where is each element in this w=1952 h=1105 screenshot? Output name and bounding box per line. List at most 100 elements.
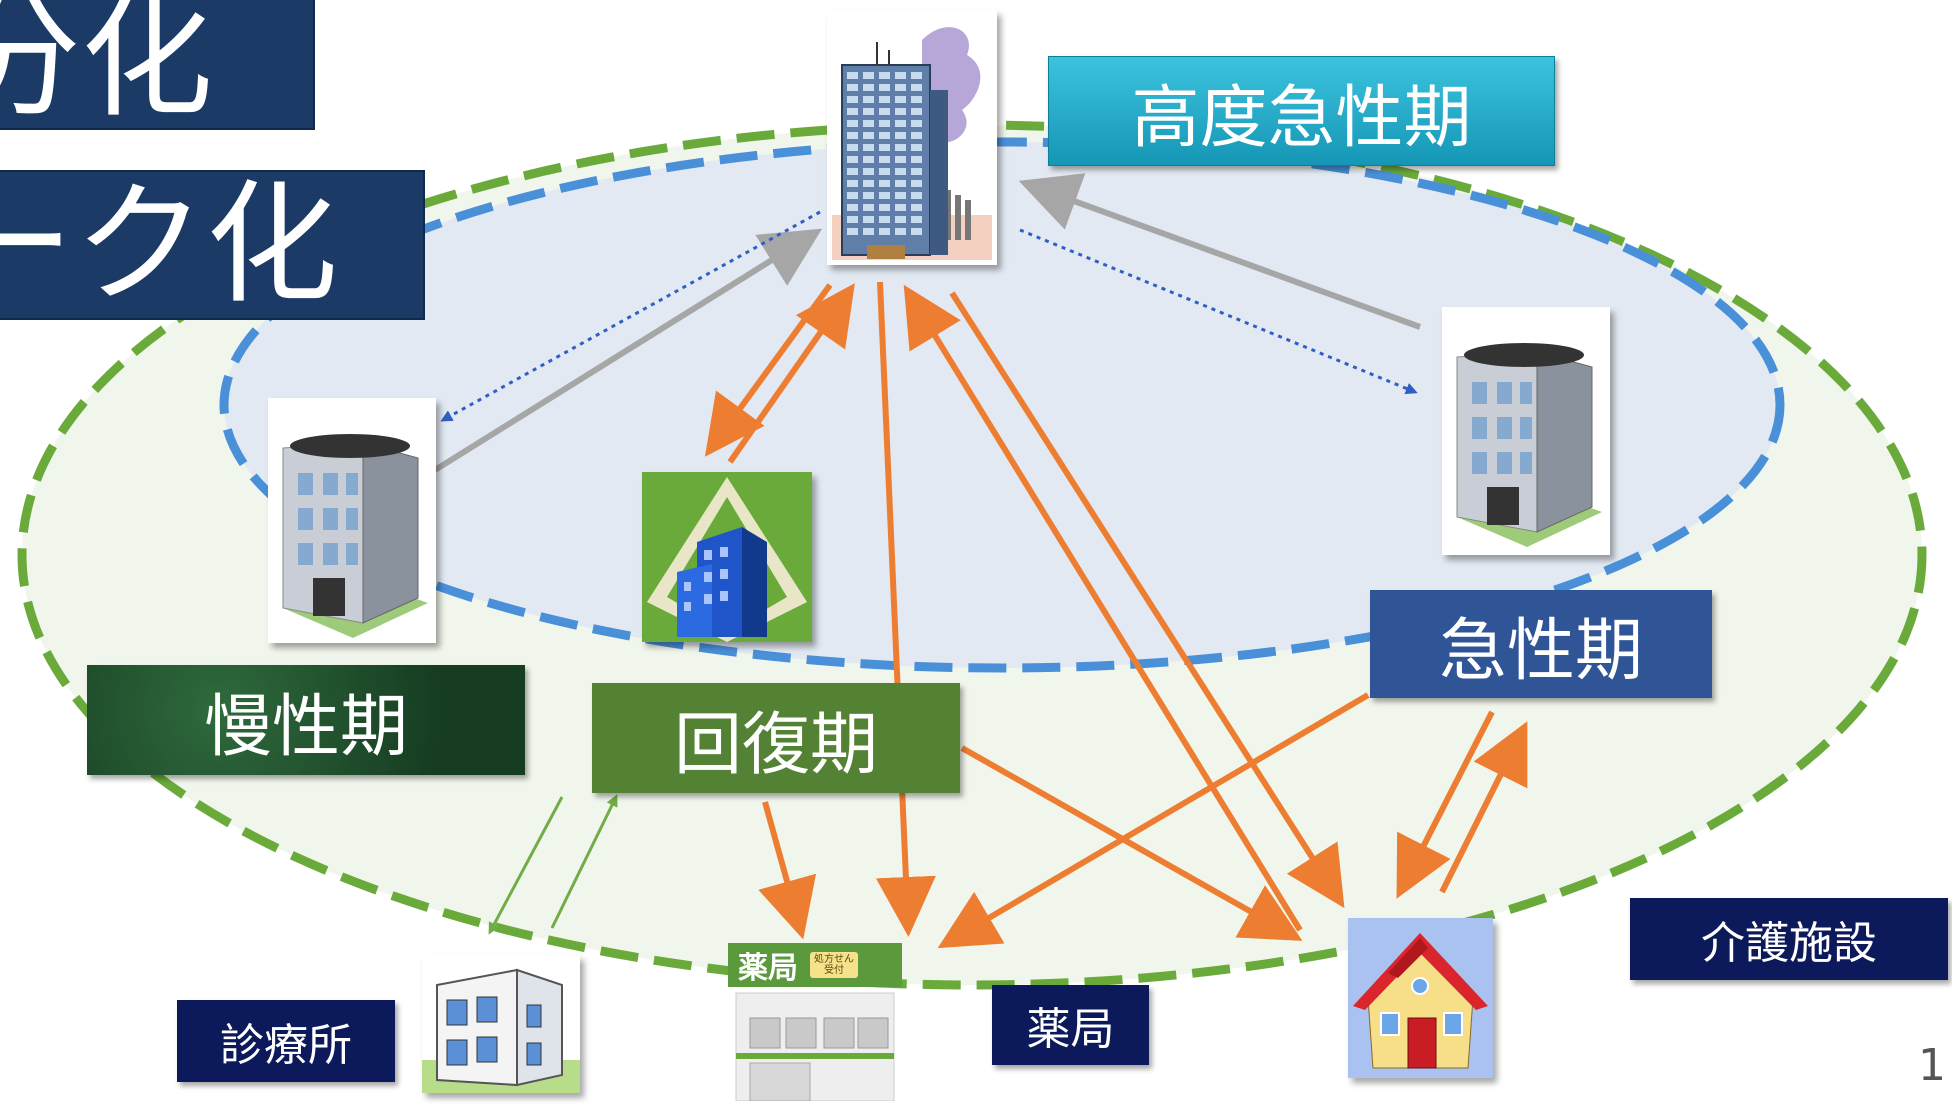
orange-arrow-recovery-to-care — [960, 745, 1303, 941]
hq-window — [879, 108, 890, 115]
gray-arrow-acute-to-hq — [1018, 173, 1422, 330]
hq-window — [863, 84, 874, 91]
pharmacy-sign-badge: 処方せん 受付 — [810, 952, 858, 978]
care-house-icon — [1353, 933, 1488, 1069]
hq-window — [847, 72, 858, 79]
care-facility-card — [1348, 918, 1493, 1078]
recovery-hospital-card — [642, 472, 812, 642]
hq-window — [895, 204, 906, 211]
label-recovery: 回復期 — [592, 683, 960, 793]
hq-window — [879, 120, 890, 127]
hq-window — [879, 84, 890, 91]
hq-window — [847, 120, 858, 127]
hq-window — [863, 180, 874, 187]
hq-window — [863, 96, 874, 103]
hq-window — [863, 168, 874, 175]
pharmacy-sign-text: 薬局 — [738, 951, 798, 986]
hq-window — [911, 96, 922, 103]
label-chronic: 慢性期 — [87, 665, 525, 775]
hq-window — [895, 84, 906, 91]
hospital-network-ellipse — [219, 137, 1785, 673]
label-clinic: 診療所 — [177, 1000, 395, 1082]
title-line-2: ーク化 — [0, 170, 425, 320]
hq-window — [863, 72, 874, 79]
pharmacy-sign: 薬局 処方せん 受付 — [728, 943, 902, 987]
hq-window — [847, 84, 858, 91]
hq-window — [863, 120, 874, 127]
orange-arrow-care-to-acute — [1439, 721, 1528, 894]
hq-window — [847, 228, 858, 235]
hq-window — [879, 228, 890, 235]
green-arrow-recovery-to-clinic — [488, 796, 564, 935]
pharmacy-badge-line2: 受付 — [824, 965, 844, 976]
page-number: 1 — [1918, 1040, 1946, 1091]
hospital-building-icon — [1456, 343, 1602, 547]
hq-window — [863, 156, 874, 163]
hq-window — [863, 132, 874, 139]
hq-window — [911, 156, 922, 163]
hq-window — [863, 216, 874, 223]
orange-arrow-hq-to-pharmacy — [875, 281, 936, 937]
hq-window — [895, 156, 906, 163]
pharmacy-storefront-icon — [735, 992, 895, 1102]
hq-window — [863, 144, 874, 151]
pharmacy-storefront: 薬局 処方せん 受付 — [728, 943, 902, 1102]
orange-arrow-acute-to-pharmacy — [937, 692, 1370, 949]
hq-window — [895, 108, 906, 115]
hq-window — [895, 120, 906, 127]
hq-window — [847, 216, 858, 223]
hq-window — [879, 216, 890, 223]
hq-window — [879, 72, 890, 79]
hq-window — [895, 180, 906, 187]
label-pharmacy: 薬局 — [992, 985, 1149, 1065]
hq-window — [895, 132, 906, 139]
hq-window — [847, 156, 858, 163]
hq-window — [895, 192, 906, 199]
hq-window — [863, 108, 874, 115]
hq-window — [911, 144, 922, 151]
hq-window — [879, 180, 890, 187]
pharmacy-badge-line1: 処方せん — [814, 954, 854, 965]
hq-window — [911, 180, 922, 187]
orange-arrow-hq-to-care — [949, 291, 1345, 909]
hq-window — [847, 168, 858, 175]
hq-window — [895, 144, 906, 151]
orange-arrow-recovery-to-pharmacy — [758, 801, 817, 940]
hq-window — [879, 144, 890, 151]
chronic-hospital-card — [268, 398, 436, 643]
hq-window — [911, 228, 922, 235]
hq-window — [863, 192, 874, 199]
hq-window — [895, 96, 906, 103]
label-advanced-acute: 高度急性期 — [1048, 56, 1555, 166]
hq-window — [847, 108, 858, 115]
hq-window — [847, 96, 858, 103]
hq-window — [863, 228, 874, 235]
acute-hospital-card — [1442, 307, 1610, 555]
hq-window — [911, 216, 922, 223]
hq-window — [911, 120, 922, 127]
hq-window — [911, 204, 922, 211]
headquarters-hospital-icon — [832, 27, 992, 260]
recovery-hospital-icon — [647, 477, 807, 642]
title-line-1: 分化 — [0, 0, 315, 130]
hq-window — [895, 72, 906, 79]
hq-window — [911, 108, 922, 115]
hq-window — [911, 192, 922, 199]
hq-window — [847, 204, 858, 211]
hq-window — [879, 96, 890, 103]
hq-window — [879, 204, 890, 211]
hq-window — [911, 168, 922, 175]
hq-window — [911, 84, 922, 91]
hq-window — [847, 180, 858, 187]
hq-window — [911, 132, 922, 139]
hq-window — [895, 216, 906, 223]
clinic-card — [422, 955, 580, 1093]
orange-arrow-care-to-hq — [903, 284, 1303, 932]
green-arrow-clinic-to-recovery — [550, 794, 618, 929]
hq-window — [895, 168, 906, 175]
hq-window — [879, 168, 890, 175]
clinic-building-icon — [422, 968, 580, 1093]
gray-arrow-chronic-to-hq — [433, 228, 823, 473]
hospital-building-icon — [282, 434, 428, 638]
